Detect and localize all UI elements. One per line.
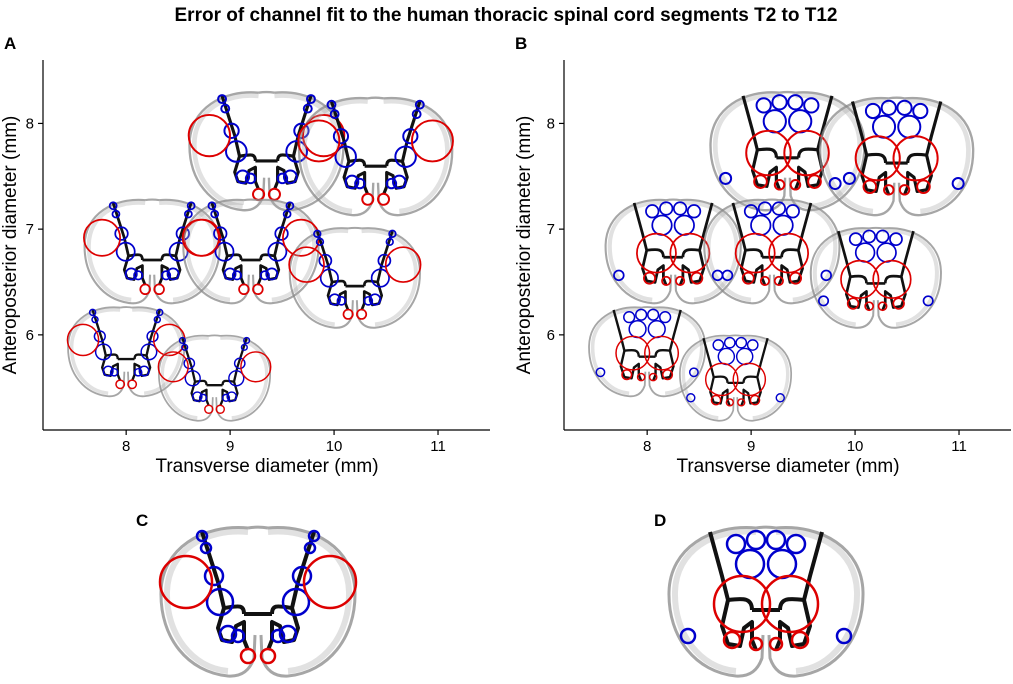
panel-a-cord-marker: [67, 307, 184, 396]
panel-b-y-tick-label: 6: [547, 327, 555, 344]
panel-a-x-tick-label: 11: [430, 438, 446, 455]
panel-a-ticks: 8 9 10 11 6 7 8: [26, 115, 446, 455]
panel-a-markers: [67, 92, 452, 421]
panel-a-x-tick-label: 8: [122, 438, 130, 455]
panel-b-x-axis-label: Transverse diameter (mm): [676, 456, 899, 477]
panel-a-x-tick-label: 10: [326, 438, 343, 455]
panel-d: D: [654, 511, 863, 676]
panel-b: B 8 9 10 11 6 7 8 Transverse diameter (mm) Ant…: [514, 34, 1011, 477]
panel-d-label: D: [654, 511, 666, 530]
panel-a-y-tick-label: 6: [26, 327, 34, 344]
panel-b-markers: [589, 92, 973, 421]
panel-b-ticks: 8 9 10 11 6 7 8: [547, 115, 967, 455]
panel-c-label: C: [136, 511, 148, 530]
panel-b-cord-marker: [820, 98, 973, 215]
panel-a-y-tick-label: 8: [26, 115, 34, 132]
panel-a-x-axis-label: Transverse diameter (mm): [155, 456, 378, 477]
panel-a: A 8 9 10 11 6 7 8 Transverse diameter (mm) Ant…: [0, 34, 490, 477]
panel-b-y-tick-label: 8: [547, 115, 555, 132]
panel-a-x-tick-label: 9: [226, 438, 234, 455]
panel-a-y-tick-label: 7: [26, 221, 34, 238]
panel-c-cord-cross-section: [160, 527, 356, 676]
panel-b-label: B: [515, 34, 527, 53]
panel-b-x-tick-label: 11: [951, 438, 967, 455]
panel-b-x-tick-label: 9: [747, 438, 755, 455]
panel-b-x-tick-label: 8: [643, 438, 651, 455]
panel-d-cord-cross-section: [669, 527, 863, 676]
panel-a-label: A: [4, 34, 16, 53]
panel-c: C: [136, 511, 356, 676]
panel-a-y-axis-label: Anteroposterior diameter (mm): [0, 116, 21, 375]
panel-b-y-tick-label: 7: [547, 221, 555, 238]
panel-a-cord-marker: [289, 228, 420, 328]
panel-b-x-tick-label: 10: [847, 438, 864, 455]
figure-title: Error of channel fit to the human thorac…: [175, 5, 838, 26]
panel-b-y-axis-label: Anteroposterior diameter (mm): [514, 116, 535, 375]
